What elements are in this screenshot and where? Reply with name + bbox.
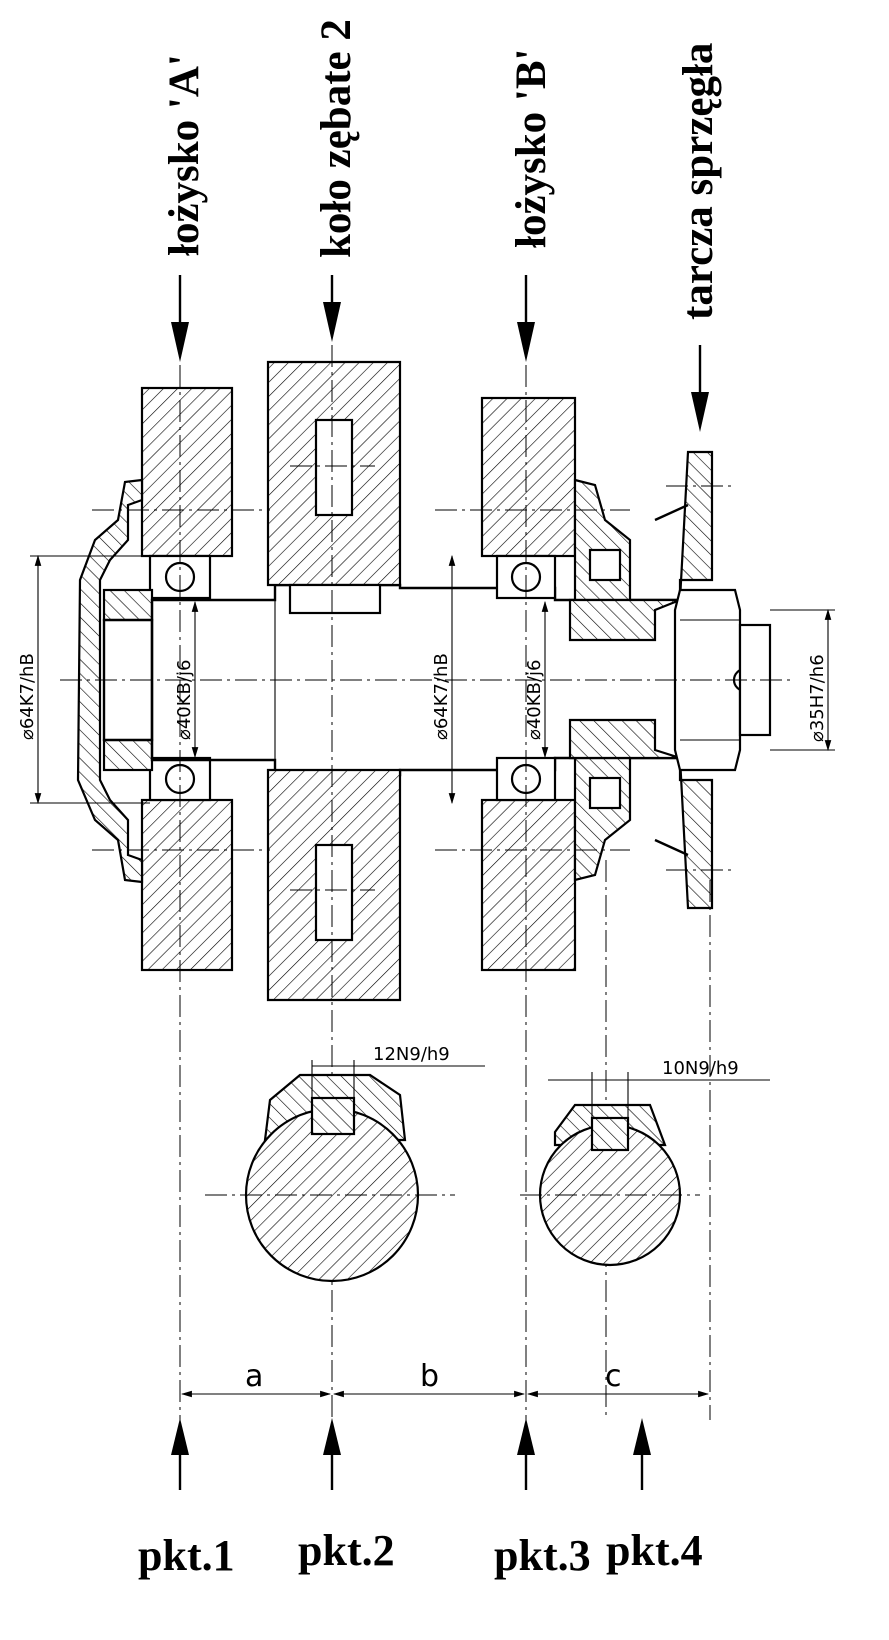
fit-shaft-a: ⌀40KB/j6 — [174, 660, 195, 740]
nut-a-bottom — [102, 738, 154, 772]
housing-b-bottom — [480, 798, 577, 972]
label-coupling-group: tarcza sprzęgła — [675, 43, 722, 432]
fit-housing-b: ⌀64K7/hB — [431, 653, 452, 740]
section-coupling: 10N9/h9 — [520, 1058, 770, 1267]
arrowhead-pkt2 — [323, 1418, 341, 1455]
label-gear-2: koło zębate 2 — [313, 19, 360, 258]
bearing-cap-b-bottom — [573, 756, 632, 882]
fit-coupling: ⌀35H7/h6 — [807, 654, 828, 742]
nut-a-top — [102, 588, 154, 622]
label-bearing-b-group: łożysko 'B' — [508, 48, 555, 362]
label-pkt2: pkt.2 — [298, 1526, 395, 1575]
point-markers: pkt.1 pkt.2 pkt.3 pkt.4 — [138, 1418, 703, 1580]
coupling-disc-top — [568, 450, 714, 642]
key-section-gear — [310, 1096, 356, 1136]
bearing-cap-a — [76, 478, 144, 884]
label-bearing-a-group: łożysko 'A' — [161, 54, 208, 362]
arrowhead-bearing-a — [171, 322, 189, 362]
bearing-cap-b-top — [573, 478, 632, 602]
arrowhead-pkt1 — [171, 1418, 189, 1455]
housing-a-top — [140, 386, 234, 558]
housing-a-bottom — [140, 798, 234, 972]
label-bearing-b: łożysko 'B' — [508, 48, 555, 248]
span-b-label: b — [420, 1359, 439, 1394]
seal-b-top — [588, 548, 622, 582]
gear-web-gap-bottom — [314, 843, 354, 942]
gear-web-gap-top — [314, 418, 354, 517]
coupling-hub-lines — [654, 503, 689, 857]
span-dimensions: a b c — [180, 1359, 710, 1398]
fit-key-gear: 12N9/h9 — [373, 1044, 450, 1065]
fit-shaft-b: ⌀40KB/j6 — [524, 660, 545, 740]
key-section-coupling — [590, 1116, 630, 1152]
span-a-label: a — [245, 1359, 263, 1394]
fit-housing-a: ⌀64K7/hB — [17, 653, 38, 740]
housing-b-top — [480, 396, 577, 558]
fit-key-coupling: 10N9/h9 — [662, 1058, 739, 1079]
gear-key — [288, 583, 382, 615]
span-c-label: c — [605, 1359, 622, 1394]
label-pkt3: pkt.3 — [494, 1531, 591, 1580]
arrowhead-gear — [323, 302, 341, 342]
seal-b-bottom — [588, 776, 622, 810]
label-bearing-a: łożysko 'A' — [161, 54, 208, 256]
label-gear-group: koło zębate 2 — [313, 19, 360, 342]
label-pkt1: pkt.1 — [138, 1531, 235, 1580]
label-pkt4: pkt.4 — [606, 1526, 703, 1575]
arrowhead-coupling — [691, 392, 709, 432]
arrowhead-pkt4 — [633, 1418, 651, 1455]
coupling-disc-bottom — [568, 718, 714, 910]
arrowhead-pkt3 — [517, 1418, 535, 1455]
label-coupling-disc: tarcza sprzęgła — [675, 43, 722, 320]
arrowhead-bearing-b — [517, 322, 535, 362]
section-gear: 12N9/h9 — [205, 1044, 485, 1283]
section-view: ⌀64K7/hB ⌀40KB/j6 ⌀64K7/hB ⌀40KB/j6 ⌀35H… — [17, 345, 835, 1420]
